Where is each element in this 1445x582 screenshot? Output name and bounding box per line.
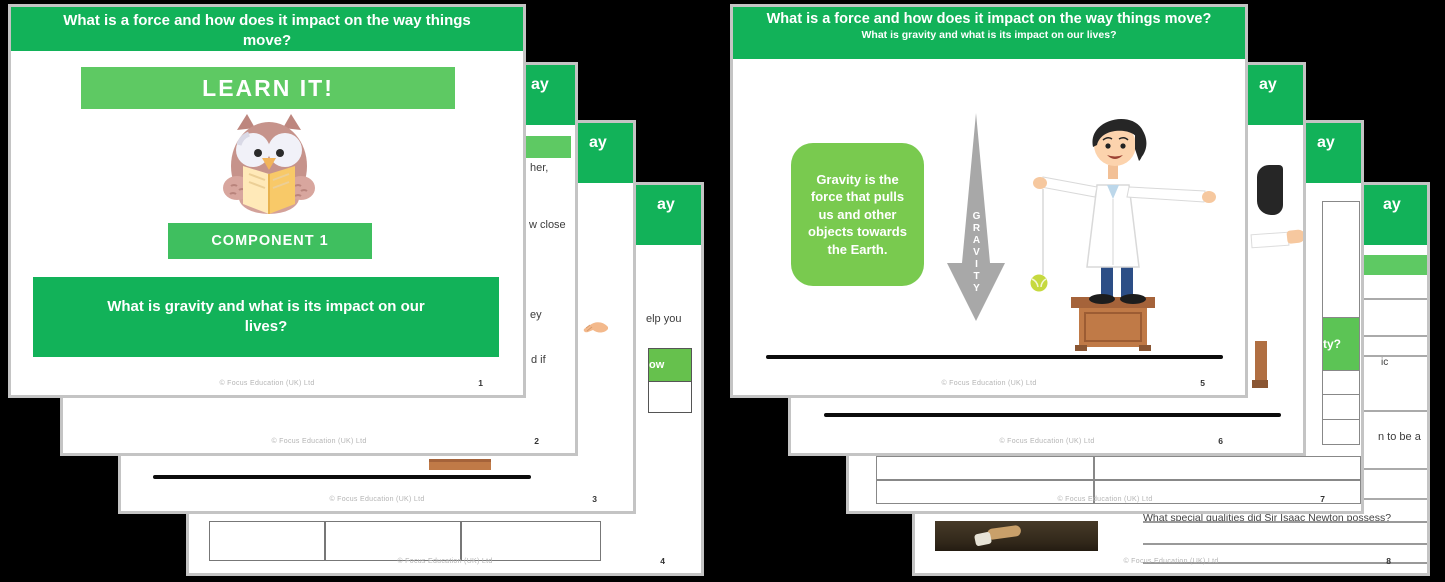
slide-6-title-fragment: ay [1259,76,1277,93]
gravity-definition-box: Gravity is the force that pulls us and o… [791,143,924,286]
gravity-definition-text: Gravity is the force that pulls us and o… [808,171,907,257]
slide-7-green-question-cell: ty? [1322,316,1360,372]
slide-4-title-fragment: ay [657,196,675,213]
page-number: 8 [1386,556,1391,566]
slide-7-table-cell [1322,370,1360,395]
component-banner: COMPONENT 1 [168,223,372,259]
scientist-hair-fragment [1257,165,1283,215]
page-number: 3 [592,494,597,504]
copyright-text: © Focus Education (UK) Ltd [941,380,1037,387]
copyright-text: © Focus Education (UK) Ltd [219,380,315,387]
slide-8-text-fragment-1: ic [1381,357,1389,368]
portrait-hand [986,524,1022,541]
slide-4-table-divider [460,521,462,561]
page-number: 2 [534,436,539,446]
key-question-box: What is gravity and what is its impact o… [33,277,499,357]
podium-leg-fragment [1255,341,1267,383]
copyright-text: © Focus Education (UK) Ltd [329,496,425,503]
slide-2-text-fragment-1: her, [530,162,549,174]
owl-reading-icon [223,114,315,214]
slide-5-header: What is a force and how does it impact o… [733,7,1245,59]
slide-2-text-fragment-3: ey [530,309,542,321]
page-number: 1 [478,378,483,388]
gravity-arrow-label: GRAVITY [971,211,982,295]
slide-4-text-fragment-2: ow [649,359,665,371]
newton-portrait-fragment [935,521,1098,551]
scientist-sleeve-fragment [1250,231,1290,249]
slide-1-thumbnail[interactable]: What is a force and how does it impact o… [8,4,526,398]
slide-7-table-divider [1093,456,1095,504]
podium-fragment [429,459,491,470]
slide-2-text-fragment-2: w close [529,219,566,231]
key-question-text: What is gravity and what is its impact o… [107,297,425,335]
slide-4-table-divider [324,521,326,561]
podium-foot-fragment [1252,380,1268,388]
copyright-text: © Focus Education (UK) Ltd [397,558,493,565]
scientist-hand-fragment [1286,229,1303,244]
rule-line [1143,521,1427,523]
green-banner-fragment [1355,255,1427,275]
floor-line [824,413,1281,417]
component-label: COMPONENT 1 [211,233,329,249]
slide-2-text-fragment-4: d if [531,354,546,366]
copyright-text: © Focus Education (UK) Ltd [271,438,367,445]
slide-7-table-cell [1322,201,1360,318]
rule-line [1143,562,1427,564]
page-number: 7 [1320,494,1325,504]
learn-it-banner: LEARN IT! [81,67,455,109]
slide-8-title-fragment: ay [1383,196,1401,213]
slide-7-table-cell [1322,393,1360,421]
portrait-cuff [973,531,993,547]
slide-7-table-cell [1322,419,1360,445]
learn-it-label: LEARN IT! [202,74,334,101]
slide-1-header: What is a force and how does it impact o… [11,7,523,51]
slide-3-title-fragment: ay [589,134,607,151]
scientist-illustration [1030,119,1216,351]
slide-7-table-row-line [876,479,1361,481]
slide-4-text-fragment-1: elp you [646,313,682,325]
slide-7-title-fragment: ay [1317,134,1335,151]
slide-4-table-cell [648,380,692,413]
gravity-arrow-icon [947,113,1005,321]
hand-illustration-fragment [583,322,608,333]
slide-5-title: What is a force and how does it impact o… [766,11,1212,27]
rule-line [1143,543,1427,545]
slide-8-text-fragment-2: n to be a [1378,431,1421,443]
copyright-text: © Focus Education (UK) Ltd [1123,558,1219,565]
slide-1-title: What is a force and how does it impact o… [63,12,471,49]
copyright-text: © Focus Education (UK) Ltd [999,438,1095,445]
page-number: 4 [660,556,665,566]
slide-4-table-header-cell: ow [648,348,692,382]
floor-line [153,475,531,479]
slide-5-thumbnail[interactable]: What is a force and how does it impact o… [730,4,1248,398]
copyright-text: © Focus Education (UK) Ltd [1057,496,1153,503]
slide-5-subtitle: What is gravity and what is its impact o… [861,29,1117,42]
floor-line [766,355,1223,359]
page-number: 5 [1200,378,1205,388]
slide-4-bottom-table [209,521,601,561]
page-number: 6 [1218,436,1223,446]
slide-2-title-fragment: ay [531,76,549,93]
slide-7-text-fragment-1: ty? [1323,337,1341,351]
